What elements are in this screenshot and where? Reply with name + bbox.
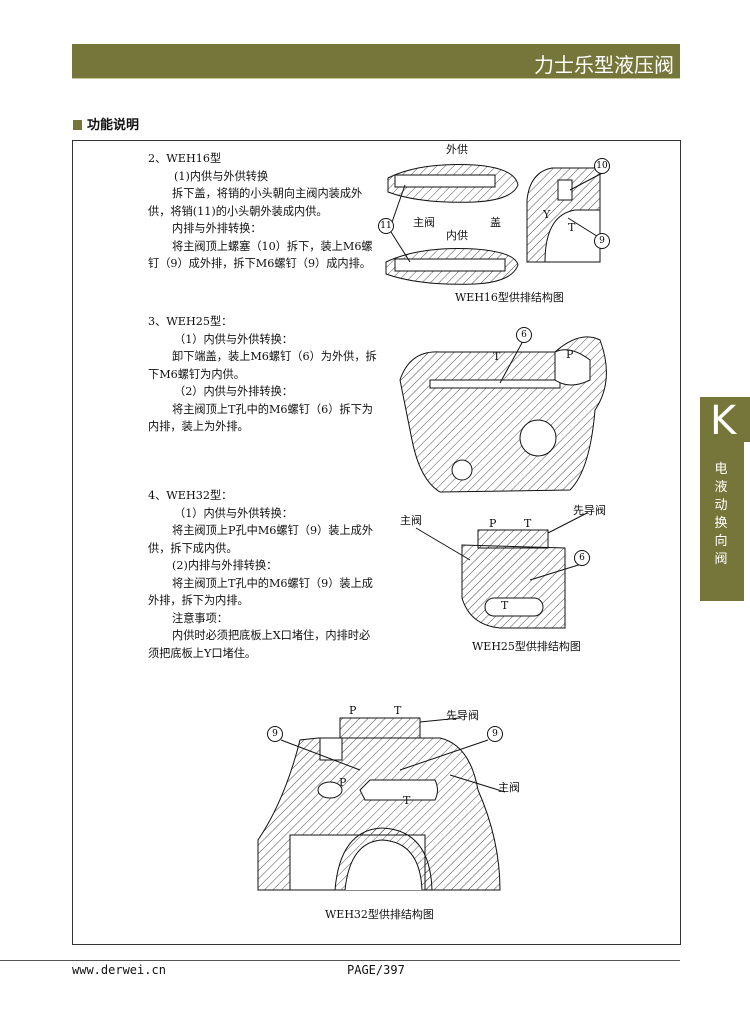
caption-weh16: WEH16型供排结构图 [455,291,564,304]
text-line: 3、WEH25型： [148,315,233,328]
text-line: 钉（9）成外排，拆下M6螺钉（9）成内排。 [148,257,371,270]
label-main-valve: 主阀 [413,216,435,229]
weh16-description: 2、WEH16型 (1)内供与外供转换 拆下盖，将销的小头朝向主阀内装成外 供，… [148,150,373,273]
callout-10: 10 [594,158,610,174]
label-t-body: T [403,794,411,807]
callout-11: 11 [378,218,394,234]
label-p: P [489,517,497,530]
section-heading: 功能说明 [73,114,139,133]
text-line: 拆下盖，将销的小头朝向主阀内装成外 [172,187,363,200]
square-bullet-icon [73,120,82,130]
side-tab-label: 电液动换向阀 [714,462,728,567]
content-frame [72,140,681,945]
section-title: 功能说明 [87,118,140,133]
text-line: (2)内排与外排转换： [172,559,278,572]
weh32-description: 4、WEH32型： （1）内供与外供转换： 将主阀顶上P孔中M6螺钉（9）装上成… [148,487,374,662]
text-line: （1）内供与外供转换： [174,506,293,520]
callout-9: 9 [594,233,610,249]
text-line: 外排，拆下为内排。 [148,594,249,607]
text-line: 须把底板上Y口堵住。 [148,646,257,660]
label-t-bottom: T [501,599,509,612]
text-line: 将主阀顶上T孔中的M6螺钉（9）装上成 [172,576,373,590]
text-line: 内排，装上为外排。 [148,420,249,433]
header-title: 力士乐型液压阀 [534,53,674,77]
caption-weh32: WEH32型供排结构图 [325,908,434,921]
label-main-valve: 主阀 [400,514,422,527]
text-line: 将主阀顶上T孔中的M6螺钉（6）拆下为 [172,402,373,416]
text-line: 下M6螺钉为内供。 [148,367,245,381]
footer-url: www.derwei.cn [72,963,166,977]
text-line: 将主阀顶上P孔中M6螺钉（9）装上成外 [172,524,374,537]
label-inner-supply: 内供 [446,229,468,242]
label-y: Y [543,208,551,221]
label-t: T [524,517,532,530]
callout-6-top: 6 [516,327,532,343]
weh25-description: 3、WEH25型： （1）内供与外供转换： 卸下端盖，装上M6螺钉（6）为外供，… [148,313,377,436]
header-bar: 力士乐型液压阀 [72,44,680,79]
label-p: P [349,704,357,717]
text-line: 4、WEH32型： [148,489,233,502]
text-line: 内供时必须把底板上X口堵住，内排时必 [172,629,371,642]
text-line: 供，拆下成内供。 [148,541,238,555]
callout-9-left: 9 [267,726,283,742]
text-line: (1)内供与外供转换 [174,169,269,183]
label-outer-supply: 外供 [446,143,468,156]
text-line: （2）内供与外排转换： [174,385,293,398]
text-line: 2、WEH16型 [148,152,222,165]
text-line: 将主阀顶上螺塞（10）拆下，装上M6螺 [172,239,373,253]
footer-page-number: PAGE/397 [347,963,405,977]
label-cover: 盖 [490,216,501,229]
label-main-valve: 主阀 [498,781,520,794]
side-tab-k: K 电液动换向阀 [700,397,750,601]
label-p-body: P [339,776,347,789]
label-t-top: T [493,350,501,363]
footer-divider [0,960,680,961]
text-line: 卸下端盖，装上M6螺钉（6）为外供，拆 [172,350,377,363]
callout-9-right: 9 [487,726,503,742]
label-t: T [394,704,402,717]
text-line: 注意事项： [172,611,228,625]
caption-weh25: WEH25型供排结构图 [472,640,581,653]
label-t: T [568,221,576,234]
label-pilot-valve: 先导阀 [446,709,479,722]
callout-6: 6 [574,550,590,566]
text-line: 内排与外排转换： [172,222,262,235]
side-tab-letter: K [710,398,737,444]
label-p-top: P [566,348,574,361]
text-line: （1）内供与外供转换： [174,332,293,346]
text-line: 供，将销(11)的小头朝外装成内供。 [148,204,328,218]
label-pilot-valve: 先导阀 [573,504,606,517]
